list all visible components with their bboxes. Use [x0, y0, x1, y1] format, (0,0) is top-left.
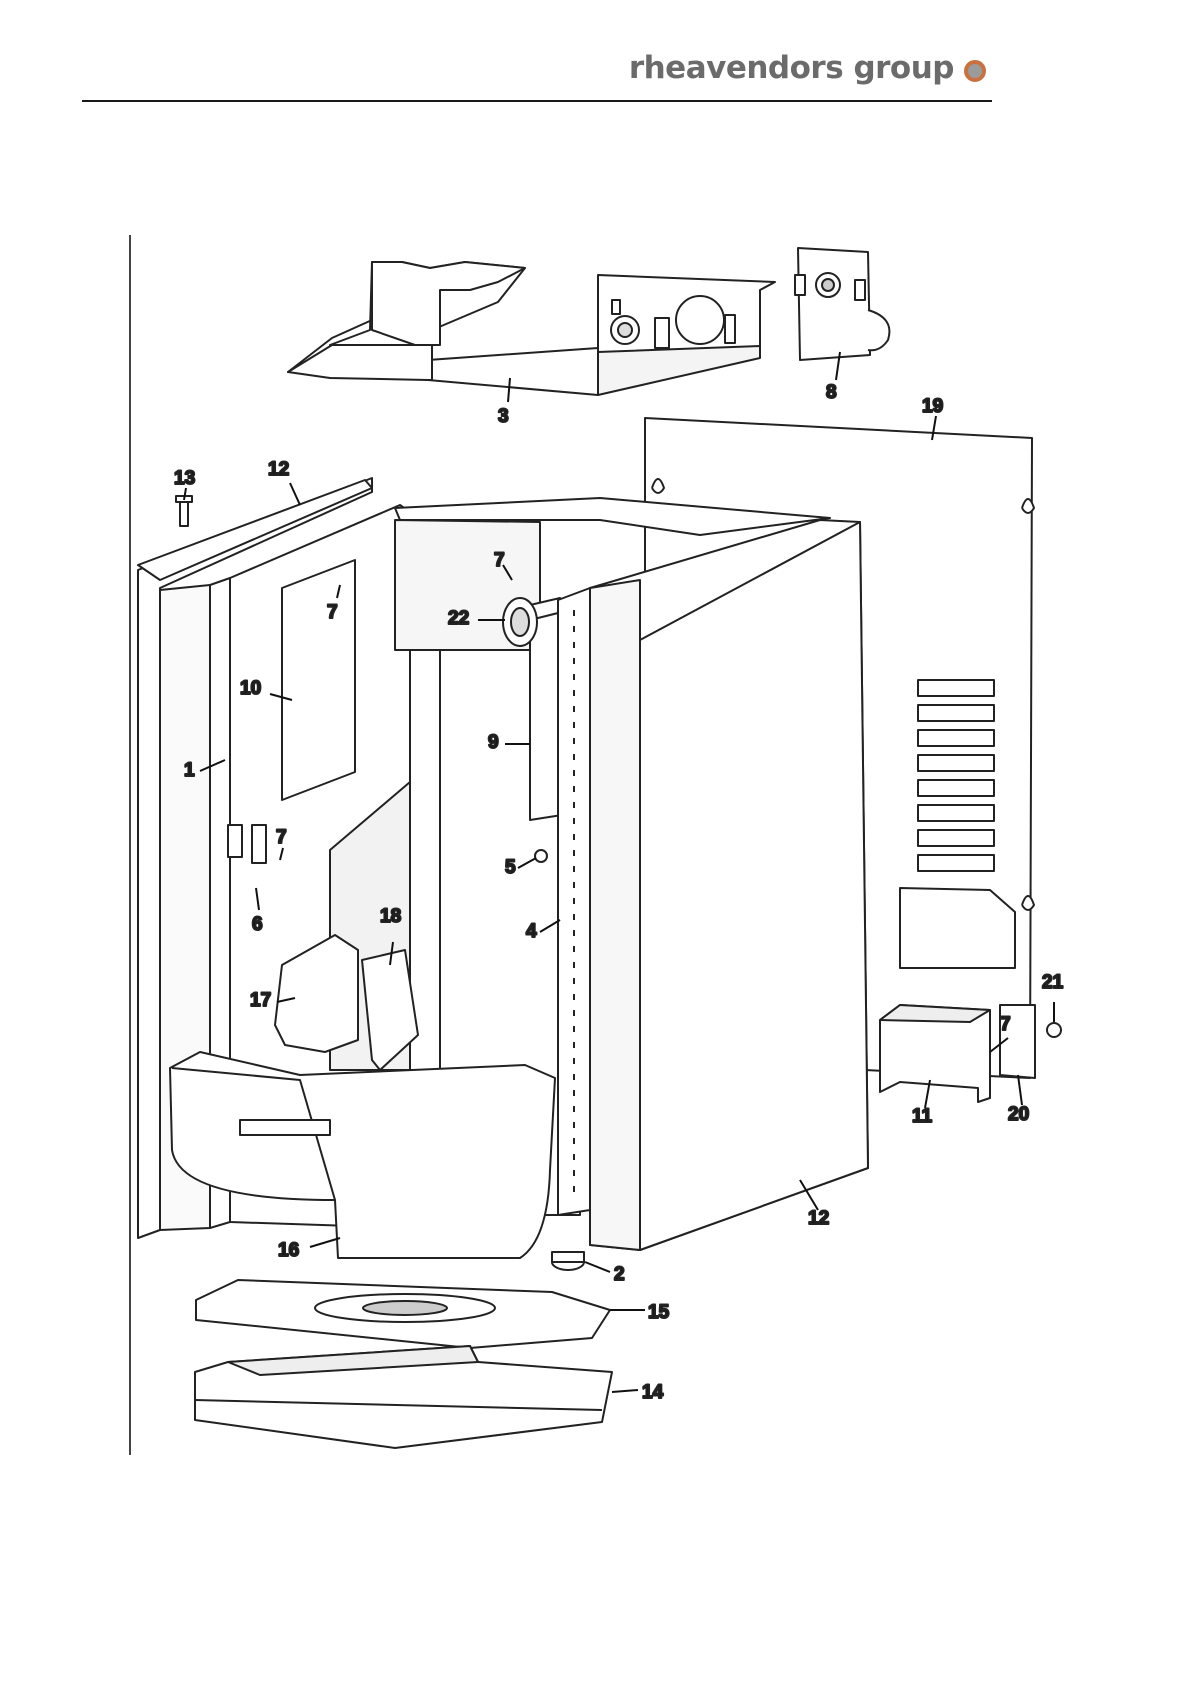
callout-18: 18	[380, 906, 401, 927]
part-21-nut	[1047, 1023, 1061, 1037]
part-8-motor-unit	[795, 248, 889, 360]
part-12-right-side-panel	[590, 520, 868, 1250]
callout-3: 3	[498, 406, 509, 427]
callout-8: 8	[826, 382, 837, 403]
part-13-screw	[176, 496, 192, 526]
callout-13: 13	[174, 468, 195, 489]
callout-9: 9	[488, 732, 499, 753]
part-16-drip-tray	[170, 1052, 555, 1258]
part-2-foot	[552, 1252, 584, 1270]
callout-6: 6	[252, 914, 263, 935]
part-11-cover-box	[880, 1005, 990, 1102]
part-22-grommet	[503, 598, 537, 646]
callout-7-c: 7	[276, 827, 287, 848]
callout-17: 17	[250, 990, 271, 1011]
part-4-hinge-strip	[558, 588, 590, 1215]
callout-7-a: 7	[327, 602, 338, 623]
callout-19: 19	[922, 396, 943, 417]
callout-2: 2	[614, 1264, 625, 1285]
callout-1: 1	[184, 760, 195, 781]
callout-20: 20	[1008, 1104, 1029, 1125]
part-14-base-tray	[195, 1346, 612, 1448]
callout-7-d: 7	[1000, 1014, 1011, 1035]
callout-10: 10	[240, 678, 261, 699]
callout-22: 22	[448, 608, 469, 629]
callout-11: 11	[912, 1106, 933, 1127]
callout-5: 5	[505, 857, 516, 878]
part-5-screw	[535, 850, 547, 862]
callout-16: 16	[278, 1240, 299, 1261]
part-3-top-bracket	[288, 262, 775, 395]
callout-14: 14	[642, 1382, 664, 1403]
callout-21: 21	[1042, 972, 1064, 993]
callout-7-b: 7	[494, 550, 505, 571]
callout-12-right: 12	[808, 1208, 829, 1229]
callout-15: 15	[648, 1302, 670, 1323]
part-15-grill-tray	[196, 1280, 610, 1348]
part-10-shield-plate	[282, 560, 355, 800]
callout-12-top: 12	[268, 459, 289, 480]
callout-4: 4	[526, 921, 537, 942]
